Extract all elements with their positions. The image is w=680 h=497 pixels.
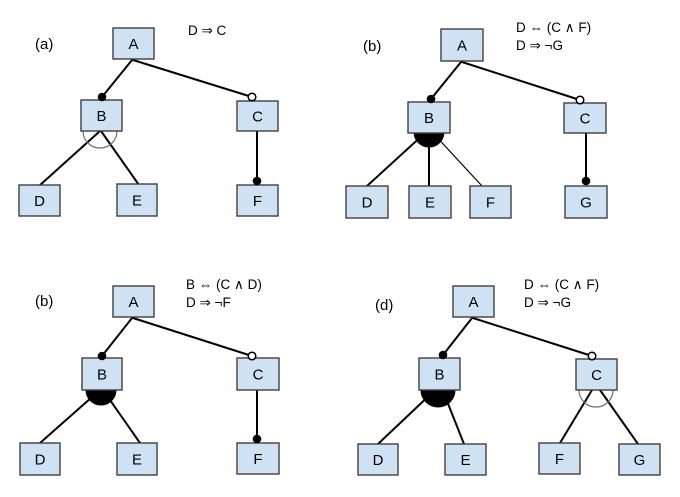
node-B-box: [81, 357, 123, 391]
or-gate-arc: [578, 389, 614, 408]
filled-endpoint-dot: [438, 350, 448, 360]
node-G-box: [618, 443, 661, 476]
edge-A-C: [472, 317, 593, 357]
panel-d-formula-1: D ⇒ ¬G: [524, 295, 571, 310]
edge-A-B: [101, 59, 133, 98]
node-D-label: D: [362, 195, 373, 212]
node-C-box: [236, 357, 280, 391]
node-B-label: B: [97, 367, 107, 384]
panel-c: A B C D E F (b) B ⇔ (C ∧ D) D ⇒ ¬F: [19, 277, 280, 476]
panel-d-label: (d): [375, 297, 393, 314]
node-G-box: [564, 185, 608, 219]
node-C-box: [575, 358, 618, 391]
node-B-label: B: [96, 108, 106, 125]
node-D-box: [18, 184, 61, 217]
hollow-endpoint-dot: [247, 92, 257, 102]
node-A-box: [440, 28, 484, 62]
node-D-label: D: [373, 452, 384, 469]
or-gate-arc: [82, 130, 118, 149]
node-E-label: E: [132, 193, 142, 210]
node-F-label: F: [253, 451, 262, 468]
panel-a: A B C D E F (a) D ⇒ C: [18, 23, 279, 217]
hollow-endpoint-dot: [575, 95, 585, 105]
panel-b-formula-0: D ⇔ (C ∧ F): [516, 20, 591, 35]
node-D-label: D: [34, 193, 45, 210]
and-gate-semicircle: [85, 389, 117, 406]
panel-d-formula-0: D ⇔ (C ∧ F): [524, 277, 599, 292]
node-D-box: [357, 443, 399, 476]
panel-c-formula-0: B ⇔ (C ∧ D): [186, 277, 262, 292]
node-B-label: B: [434, 367, 444, 384]
filled-endpoint-dot: [97, 92, 107, 102]
edge-A-B: [101, 317, 133, 357]
edge-C-F: [559, 389, 593, 444]
node-A-label: A: [128, 36, 138, 53]
node-B-box: [407, 101, 451, 134]
node-A-label: A: [457, 38, 467, 55]
hollow-endpoint-dot: [587, 351, 597, 361]
filled-endpoint-dot: [252, 176, 262, 186]
edge-A-C: [132, 317, 253, 357]
node-F-box: [236, 184, 279, 217]
panel-b-formula-1: D ⇒ ¬G: [516, 38, 563, 53]
node-F-label: F: [486, 195, 495, 212]
node-G-label: G: [580, 195, 592, 212]
panel-b-label: (b): [363, 38, 381, 55]
edge-B-E: [100, 130, 140, 186]
panel-a-label: (a): [35, 36, 53, 53]
node-G-label: G: [634, 452, 646, 469]
node-C-label: C: [253, 367, 264, 384]
node-C-label: C: [252, 109, 263, 126]
panel-c-formula-1: D ⇒ ¬F: [186, 295, 231, 310]
node-E-box: [408, 185, 452, 219]
node-C-label: C: [580, 111, 591, 128]
node-D-label: D: [35, 452, 46, 469]
edge-A-B: [442, 317, 473, 356]
node-D-box: [345, 185, 389, 219]
filled-endpoint-dot: [426, 94, 436, 104]
node-E-label: E: [425, 195, 435, 212]
panel-d: A B C D E F G (d) D ⇔ (C ∧ F) D ⇒ ¬G: [357, 277, 661, 476]
panel-a-formula-0: D ⇒ C: [188, 23, 227, 38]
node-A-box: [452, 285, 495, 318]
node-B-box: [418, 357, 461, 391]
node-E-label: E: [460, 452, 470, 469]
node-A-label: A: [128, 294, 138, 311]
panel-b: A B C D E F G (b) D ⇔ (C ∧ F) D ⇒ ¬G: [345, 20, 608, 219]
hollow-endpoint-dot: [247, 351, 257, 361]
node-A-label: A: [468, 294, 478, 311]
node-E-box: [116, 442, 158, 476]
edge-A-C: [461, 61, 581, 101]
edge-C-G: [599, 389, 639, 445]
node-E-label: E: [132, 452, 142, 469]
filled-endpoint-dot: [581, 176, 591, 186]
edge-B-D: [366, 132, 426, 187]
node-A-box: [112, 27, 155, 60]
node-C-box: [563, 102, 607, 134]
and-gate-semicircle: [420, 389, 456, 408]
edge-A-C: [132, 59, 253, 98]
node-F-box: [538, 442, 581, 475]
node-E-box: [116, 183, 158, 217]
node-F-label: F: [253, 193, 262, 210]
node-A-box: [112, 285, 155, 318]
node-C-label: C: [591, 367, 602, 384]
node-F-box: [469, 185, 512, 219]
panel-c-label: (b): [35, 293, 53, 310]
edge-B-D: [38, 130, 101, 187]
node-E-box: [444, 443, 487, 476]
and-gate-semicircle: [413, 131, 445, 148]
node-B-label: B: [424, 110, 434, 127]
edge-A-B: [430, 61, 462, 100]
node-D-box: [19, 442, 61, 476]
node-F-box: [236, 442, 280, 475]
node-C-box: [236, 100, 279, 132]
node-F-label: F: [555, 451, 564, 468]
edge-B-F: [432, 132, 483, 187]
filled-endpoint-dot: [252, 434, 262, 444]
filled-endpoint-dot: [97, 351, 107, 361]
